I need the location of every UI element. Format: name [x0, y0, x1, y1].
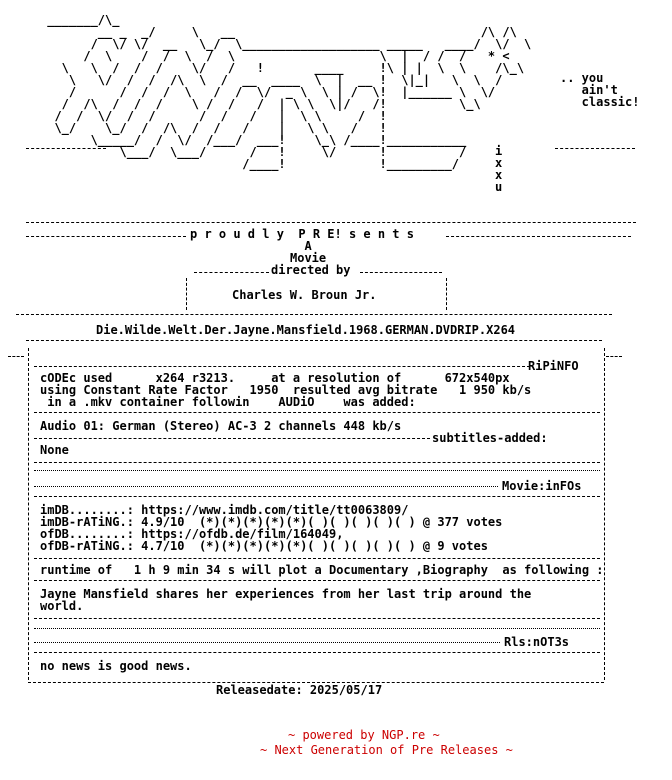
frame-bottom — [28, 682, 604, 683]
movieinfo-ofdb: ofDB........: https://ofdb.de/film/16404… — [40, 527, 344, 541]
ascii-logo: _______/\_ __ _ _/ \ __ /\ /\ / \/ \/ __… — [47, 13, 532, 171]
movieinfo-imdb: imDB........: https://www.imdb.com/title… — [40, 503, 409, 517]
movieinfo-divider-top — [34, 496, 600, 497]
footer-tagline: ~ Next Generation of Pre Releases ~ — [260, 743, 513, 757]
side-word: i x x u — [495, 144, 503, 194]
notes-fill-2 — [34, 642, 500, 643]
runtime-line: runtime of 1 h 9 min 34 s will plot a Do… — [40, 563, 604, 577]
ripinfo-title: RiPiNFO — [528, 359, 579, 373]
runtime-divider — [34, 580, 600, 581]
plot-divider — [34, 618, 600, 619]
notes-fill-1 — [34, 628, 600, 629]
movieinfo-imdb-rating: imDB-rATiNG.: 4.9/10 (*)(*)(*)(*)(*)( )(… — [40, 515, 503, 529]
director-name: Charles W. Broun Jr. — [232, 288, 377, 302]
logo-right-bar — [555, 148, 635, 149]
presents-left-rule — [26, 236, 186, 237]
plot-line-2: world. — [40, 599, 84, 613]
ripinfo-line-3: in a .mkv container followin AUDiO was a… — [40, 395, 416, 409]
movieinfo-title: Movie:inFOs — [502, 479, 582, 493]
directed-left-rule — [194, 272, 269, 273]
directed-by: directed by — [271, 263, 351, 277]
movieinfo-ofdb-rating: ofDB-rATiNG.: 4.7/10 (*)(*)(*)(*)(*)( )(… — [40, 539, 488, 553]
logo-left-bar — [26, 148, 106, 149]
ripinfo-divider — [34, 412, 600, 413]
frame-left — [28, 348, 29, 680]
ripinfo-line-1: cODEc used x264 r3213. at a resolution o… — [40, 371, 510, 385]
movieinfo-divider-bottom — [34, 558, 600, 559]
movieinfo-fill-1 — [34, 470, 600, 471]
presents-line: p r o u d l y P R E! s e n t s — [190, 227, 414, 241]
subtitles-value: None — [40, 443, 69, 457]
release-name: Die.Wilde.Welt.Der.Jayne.Mansfield.1968.… — [96, 323, 516, 337]
directed-right-rule — [360, 272, 442, 273]
audio-line: Audio 01: German (Stereo) AC-3 2 channel… — [40, 419, 402, 433]
a-movie: A Movie — [290, 239, 327, 265]
frame-right-tab — [606, 356, 622, 357]
ripinfo-rule — [34, 366, 530, 367]
notes-divider — [34, 652, 600, 653]
subtitles-title: subtitles-added: — [432, 431, 548, 445]
footer-powered-by: ~ powered by NGP.re ~ — [288, 728, 440, 742]
presents-right-rule — [446, 236, 631, 237]
subtitles-divider — [34, 462, 600, 463]
release-bottom-rule — [26, 340, 602, 341]
director-box-right — [446, 278, 447, 310]
tagline: .. you ain't classic! — [560, 71, 640, 109]
plot-line-1: Jayne Mansfield shares her experiences f… — [40, 587, 532, 601]
movieinfo-fill-2 — [34, 486, 498, 487]
director-box-left — [186, 278, 187, 310]
ripinfo-line-2: using Constant Rate Factor 1950 resulted… — [40, 383, 532, 397]
release-top-rule — [16, 314, 612, 315]
notes-title: Rls:nOT3s — [504, 635, 570, 649]
frame-left-tab — [8, 356, 24, 357]
logo-base-line — [26, 222, 636, 223]
notes-value: no news is good news. — [40, 659, 192, 673]
release-date: Releasedate: 2025/05/17 — [216, 683, 383, 697]
subtitles-rule — [34, 438, 430, 439]
frame-right — [604, 348, 605, 680]
